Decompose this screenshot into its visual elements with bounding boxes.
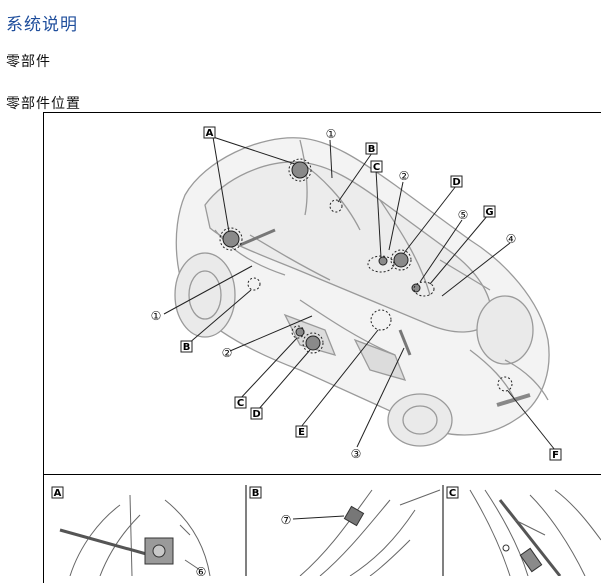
svg-text:C: C	[449, 488, 456, 499]
panel-c-sketch	[469, 489, 601, 576]
detail-panels	[245, 485, 444, 576]
marker-g	[411, 283, 421, 293]
callout-f: F	[549, 448, 562, 461]
callout-number-3: ③	[351, 447, 362, 461]
callout-d-bottom: D	[250, 407, 263, 420]
marker-c-upper	[378, 256, 388, 266]
svg-text:B: B	[183, 342, 191, 353]
location-heading-rule	[43, 112, 601, 113]
svg-text:B: B	[252, 488, 260, 499]
callout-number-2-top: ②	[399, 169, 410, 183]
car-illustration	[174, 137, 550, 447]
callout-c-top: C	[370, 160, 383, 173]
svg-text:G: G	[485, 207, 493, 218]
callout-number-1-top: ①	[326, 127, 337, 141]
callout-g: G	[483, 205, 496, 218]
svg-text:A: A	[54, 488, 62, 499]
callout-d-top: D	[450, 175, 463, 188]
callout-number-4: ④	[506, 232, 517, 246]
svg-text:C: C	[373, 162, 380, 173]
callout-number-1-left: ①	[151, 309, 162, 323]
panel-label-c: C	[446, 486, 459, 499]
figure-separator	[43, 474, 601, 475]
svg-text:F: F	[552, 450, 559, 461]
component-markers	[222, 161, 421, 351]
callout-e: E	[295, 425, 308, 438]
svg-text:D: D	[452, 177, 460, 188]
callout-number-2-left: ②	[222, 346, 233, 360]
svg-text:A: A	[206, 128, 214, 139]
panel-labels: A B C	[51, 486, 459, 499]
panel-a-sketch	[59, 494, 211, 576]
letter-callouts: A B C D G B C D E F	[180, 126, 562, 461]
panel-label-a: A	[51, 486, 64, 499]
section-heading-component-location: 零部件位置	[6, 96, 81, 112]
panel-b-sketch	[299, 489, 441, 576]
leader-lines	[163, 136, 556, 451]
callout-number-5: ⑤	[458, 208, 469, 222]
number-callouts: ① ② ⑤ ④ ① ② ③	[151, 127, 517, 461]
callout-a: A	[203, 126, 216, 139]
svg-text:B: B	[368, 144, 376, 155]
svg-text:C: C	[237, 398, 244, 409]
marker-a-lower	[222, 230, 240, 248]
section-heading-system-description: 系统说明	[6, 15, 78, 35]
section-heading-components: 零部件	[6, 54, 51, 70]
callout-b-left: B	[180, 340, 193, 353]
svg-text:D: D	[252, 409, 260, 420]
svg-text:E: E	[298, 427, 305, 438]
callout-c-bottom: C	[234, 396, 247, 409]
marker-d-upper	[393, 252, 409, 268]
callout-b-top: B	[365, 142, 378, 155]
panel-a-number: ⑥	[196, 565, 207, 576]
marker-d-lower	[305, 335, 321, 351]
dashed-rings	[219, 158, 513, 392]
panel-b-number-7: ⑦	[281, 513, 292, 527]
marker-a-upper	[291, 161, 309, 179]
figure-frame	[43, 113, 601, 583]
panel-label-b: B	[249, 486, 262, 499]
panel-b-leader	[292, 515, 345, 520]
